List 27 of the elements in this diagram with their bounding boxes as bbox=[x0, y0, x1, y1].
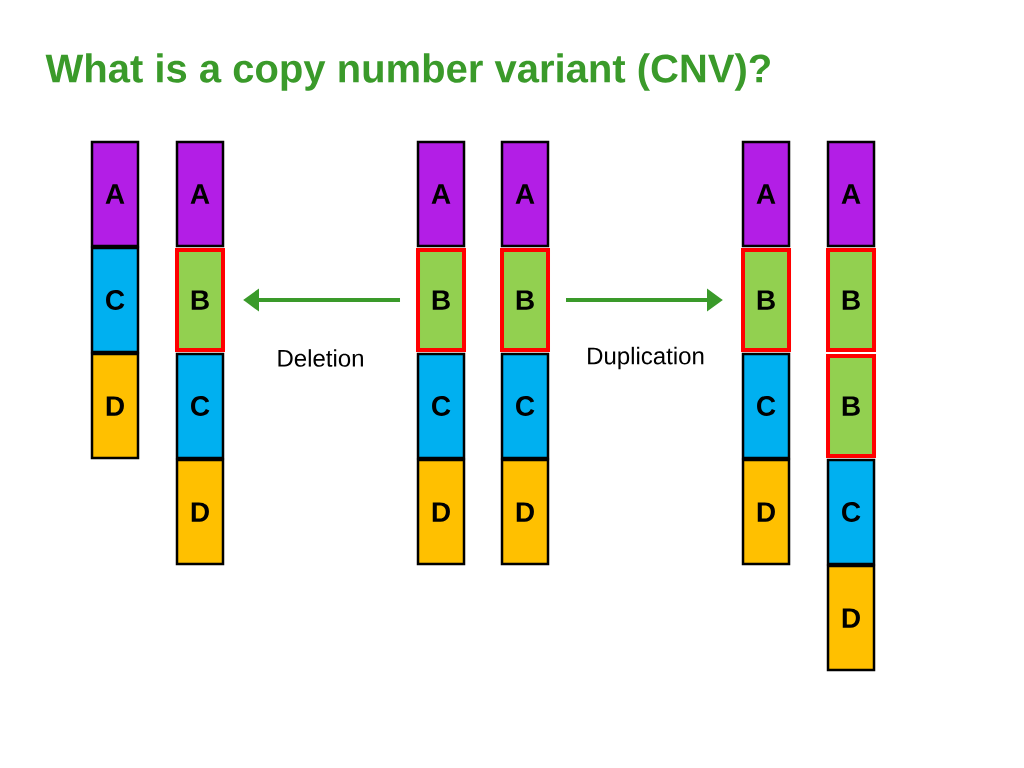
highlighted-segment: B bbox=[416, 248, 466, 352]
chromosome-segment: C bbox=[90, 246, 140, 354]
highlighted-segment: B bbox=[826, 354, 876, 458]
chromosome-segment: A bbox=[90, 140, 140, 248]
highlighted-segment: B bbox=[175, 248, 225, 352]
chromosome-segment: A bbox=[826, 140, 876, 248]
edge-label: Deletion bbox=[275, 348, 366, 368]
chromosome-segment: C bbox=[500, 352, 550, 460]
chromosome-segment: C bbox=[826, 458, 876, 566]
chromosome-segment: C bbox=[175, 352, 225, 460]
chromosome-segment: D bbox=[416, 458, 466, 566]
chromosome-segment: A bbox=[175, 140, 225, 248]
chromosome-segment: D bbox=[175, 458, 225, 566]
title: What is a copy number variant (CNV)? bbox=[45, 53, 770, 91]
highlighted-segment: B bbox=[826, 248, 876, 352]
chromosome-segment: A bbox=[416, 140, 466, 248]
chromosome-segment: A bbox=[500, 140, 550, 248]
highlighted-segment: B bbox=[500, 248, 550, 352]
chromosome-segment: D bbox=[90, 352, 140, 460]
highlighted-segment: B bbox=[741, 248, 791, 352]
chromosome-segment: C bbox=[741, 352, 791, 460]
chromosome-segment: D bbox=[741, 458, 791, 566]
chromosome-segment: A bbox=[741, 140, 791, 248]
edge-label: Duplication bbox=[585, 345, 706, 371]
chromosome-segment: D bbox=[826, 564, 876, 672]
chromosome-segment: D bbox=[500, 458, 550, 566]
chromosome-segment: C bbox=[416, 352, 466, 460]
